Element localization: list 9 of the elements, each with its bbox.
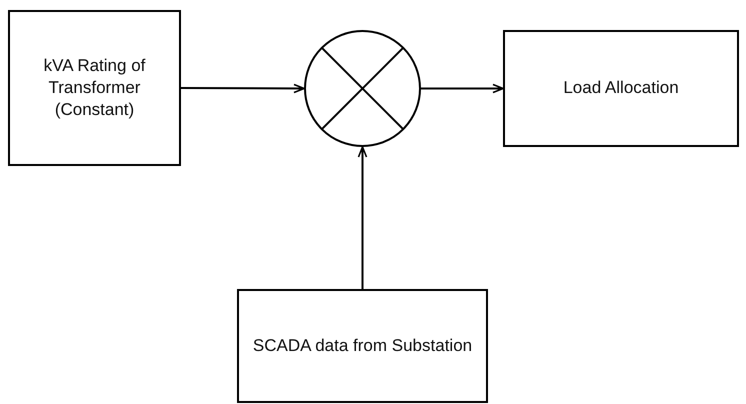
box-label: SCADA data from Substation [252, 334, 472, 357]
arrow [421, 84, 504, 94]
arrow [358, 146, 368, 289]
arrow [181, 84, 305, 94]
process-box [237, 289, 488, 403]
process-box [8, 10, 181, 166]
box-label: kVA Rating of Transformer (Constant) [42, 54, 146, 122]
process-box [503, 30, 739, 147]
box-label: Load Allocation [563, 77, 679, 100]
